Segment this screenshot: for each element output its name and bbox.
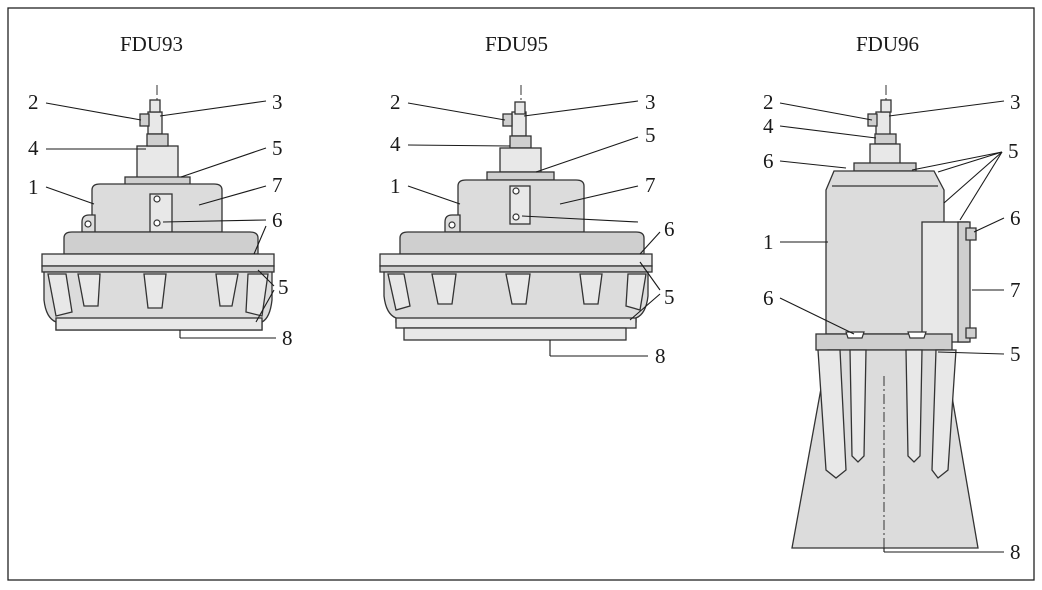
neck-nut	[146, 133, 169, 147]
callout-label: 5	[1008, 139, 1019, 163]
callout-label: 2	[28, 90, 39, 114]
callout-label: 6	[272, 208, 283, 232]
cable-gland	[139, 99, 163, 135]
callout-label: 6	[763, 149, 774, 173]
callout-label: 4	[28, 136, 39, 160]
callout-label: 1	[390, 174, 401, 198]
callout-label: 3	[272, 90, 283, 114]
callout-label: 8	[1010, 540, 1021, 564]
callout-label: 4	[763, 114, 774, 138]
callout-label: 3	[645, 90, 656, 114]
callout-label: 5	[278, 275, 289, 299]
flange-slot	[845, 331, 865, 339]
screw	[512, 187, 520, 195]
housing-flange	[63, 231, 259, 255]
callout-leaders	[407, 100, 661, 357]
box-clip	[965, 327, 977, 339]
flange-plate	[815, 333, 953, 351]
horn-collar	[395, 317, 637, 329]
flange-slot	[907, 331, 927, 339]
panel-fdu96: FDU96	[763, 32, 1021, 564]
neck-nut	[874, 133, 897, 145]
box-clip	[965, 227, 977, 241]
callout-label: 6	[1010, 206, 1021, 230]
callout-label: 2	[390, 90, 401, 114]
horn-fins	[817, 349, 957, 479]
callout-label: 5	[664, 285, 675, 309]
neck	[136, 145, 179, 179]
panel-title: FDU95	[485, 32, 548, 56]
callout-leaders	[45, 100, 276, 339]
panel-fdu95: FDU95	[379, 32, 675, 368]
figure-border	[7, 7, 1035, 581]
rib-slots	[47, 273, 269, 317]
callout-label: 5	[272, 136, 283, 160]
neck	[499, 147, 542, 173]
callout-label: 4	[390, 132, 401, 156]
flange-plate-lower	[41, 265, 275, 273]
callout-label: 5	[1010, 342, 1021, 366]
horn-base	[55, 317, 263, 331]
callout-label: 8	[655, 344, 666, 368]
callout-label: 3	[1010, 90, 1021, 114]
cable-gland	[502, 101, 527, 137]
neck	[869, 143, 901, 165]
ear-hole	[84, 220, 92, 228]
callout-numbers: 2 3 4 6 5 6 1 7 6 5 8	[763, 90, 1021, 564]
callout-label: 6	[664, 217, 675, 241]
rib-slots	[387, 273, 647, 311]
callout-label: 2	[763, 90, 774, 114]
terminal-box	[149, 193, 173, 233]
callout-label: 7	[1010, 278, 1021, 302]
flange-plate	[379, 253, 653, 267]
housing-flange	[399, 231, 645, 255]
panel-title: FDU96	[856, 32, 919, 56]
callout-numbers: 2 3 4 5 1 7 6 5 8	[28, 90, 293, 350]
seal-ring	[853, 162, 917, 172]
callout-leaders	[779, 100, 1005, 553]
callout-label: 5	[645, 123, 656, 147]
panel-title: FDU93	[120, 32, 183, 56]
callout-label: 1	[763, 230, 774, 254]
horn-base	[403, 327, 627, 341]
screw	[512, 213, 520, 221]
ear-hole	[448, 221, 456, 229]
callout-label: 6	[763, 286, 774, 310]
seal-ring	[486, 171, 555, 181]
callout-label: 1	[28, 175, 39, 199]
panel-fdu93: FDU93	[28, 32, 293, 350]
screw	[153, 219, 161, 227]
cable-gland	[867, 99, 892, 137]
screw	[153, 195, 161, 203]
callout-numbers: 2 3 4 5 1 7 6 5 8	[390, 90, 675, 368]
flange-plate-lower	[379, 265, 653, 273]
terminal-box-side	[957, 221, 971, 343]
neck-nut	[509, 135, 532, 149]
flange-plate	[41, 253, 275, 267]
callout-label: 7	[272, 173, 283, 197]
callout-label: 8	[282, 326, 293, 350]
callout-label: 7	[645, 173, 656, 197]
